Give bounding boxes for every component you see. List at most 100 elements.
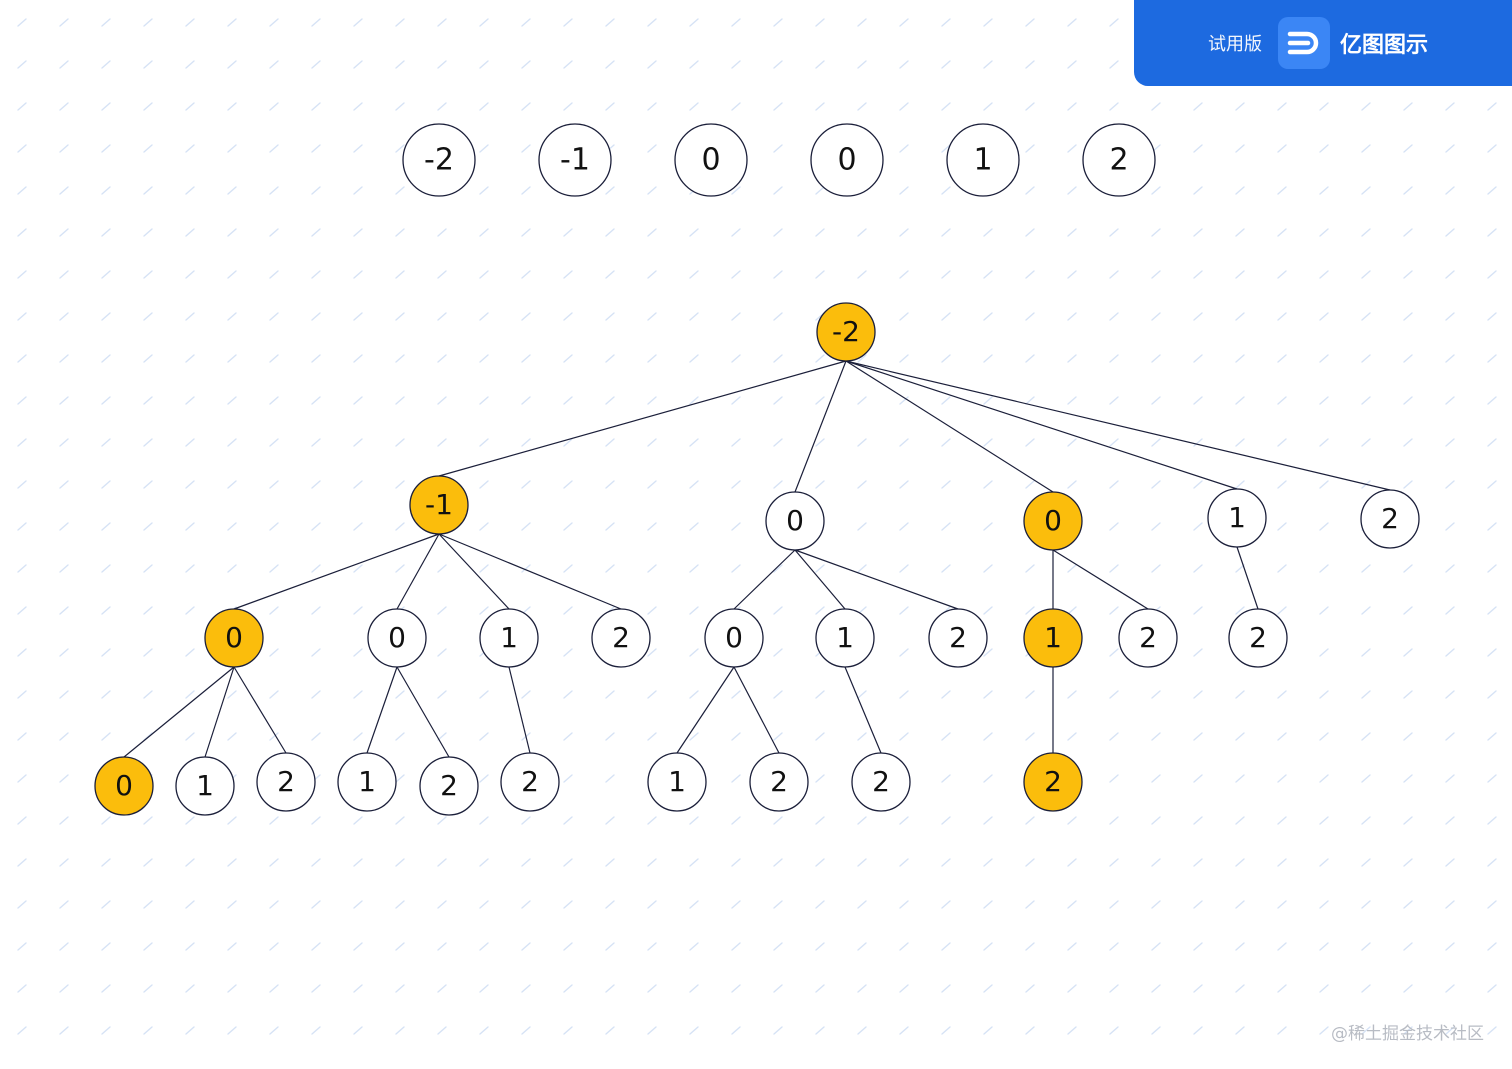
trial-badge[interactable]: 试用版 亿图图示 xyxy=(1134,0,1512,86)
tree-node-label: 0 xyxy=(225,621,243,654)
array-cell-0-label: -2 xyxy=(424,143,454,178)
tree-node-label: 1 xyxy=(1228,501,1246,534)
tree-node-label: -1 xyxy=(425,488,453,521)
tree-node: 2 xyxy=(1360,489,1420,549)
tree-edges xyxy=(123,360,1391,758)
tree-node-label: 0 xyxy=(388,621,406,654)
tree-node-circle xyxy=(1360,489,1420,549)
tree-node-circle xyxy=(94,756,154,816)
tree-node-circle xyxy=(647,752,707,812)
tree-node-circle xyxy=(256,752,316,812)
tree-edge xyxy=(844,666,882,754)
array-cell-3: 0 xyxy=(810,123,884,197)
tree-node-circle xyxy=(816,302,876,362)
tree-node-label: 2 xyxy=(612,621,630,654)
tree-edge xyxy=(438,360,847,477)
tree-node-circle xyxy=(1118,608,1178,668)
tree-node-label: 1 xyxy=(500,621,518,654)
tree-node: 2 xyxy=(1023,752,1083,812)
tree-edge xyxy=(794,549,959,610)
tree-node: 2 xyxy=(256,752,316,812)
tree-edge xyxy=(733,549,796,610)
tree-node-circle xyxy=(1207,488,1267,548)
tree-edge xyxy=(733,666,780,754)
tree-node-label: 2 xyxy=(1044,765,1062,798)
array-cell-1-label: -1 xyxy=(560,143,590,178)
tree-edge xyxy=(233,666,287,754)
input-array-row: -2 -1 0 0 1 2 xyxy=(402,123,1156,197)
tree-node-circle xyxy=(851,752,911,812)
tree-node-label: -2 xyxy=(832,315,860,348)
tree-node: 2 xyxy=(928,608,988,668)
array-cell-4-label: 1 xyxy=(973,143,992,178)
array-cell-2: 0 xyxy=(674,123,748,197)
tree-node-label: 0 xyxy=(1044,504,1062,537)
array-cell-0-circle xyxy=(402,123,476,197)
tree-edge xyxy=(845,360,1054,493)
tree-node-circle xyxy=(409,475,469,535)
tree-node: 0 xyxy=(94,756,154,816)
tree-node: 1 xyxy=(337,752,397,812)
tree-edge xyxy=(233,533,440,610)
array-cell-4: 1 xyxy=(946,123,1020,197)
tree-node: 1 xyxy=(1023,608,1083,668)
tree-node-label: 2 xyxy=(521,765,539,798)
tree-edge xyxy=(366,666,398,754)
tree-edge xyxy=(794,360,847,493)
tree-edge xyxy=(123,666,235,758)
tree-node-label: 2 xyxy=(1381,502,1399,535)
array-cell-3-circle xyxy=(810,123,884,197)
tree-node-circle xyxy=(765,491,825,551)
tree-node-circle xyxy=(367,608,427,668)
tree-node-label: 1 xyxy=(358,765,376,798)
tree-edge xyxy=(438,533,622,610)
array-cell-1: -1 xyxy=(538,123,612,197)
tree-node: 0 xyxy=(204,608,264,668)
tree-node-label: 0 xyxy=(786,504,804,537)
tree-node-label: 2 xyxy=(1139,621,1157,654)
tree-node: 2 xyxy=(1118,608,1178,668)
tree-node-label: 0 xyxy=(725,621,743,654)
tree-node-label: 2 xyxy=(1249,621,1267,654)
trial-label: 试用版 xyxy=(1208,34,1262,55)
tree-node: 1 xyxy=(647,752,707,812)
tree-node-label: 2 xyxy=(440,769,458,802)
array-cell-1-circle xyxy=(538,123,612,197)
array-cell-2-circle xyxy=(674,123,748,197)
tree-node: 2 xyxy=(749,752,809,812)
array-cell-2-label: 0 xyxy=(701,143,720,178)
tree-node: -2 xyxy=(816,302,876,362)
tree-edge xyxy=(1236,546,1259,610)
tree-node: 1 xyxy=(175,756,235,816)
tree-node: 2 xyxy=(419,756,479,816)
tree-node: 2 xyxy=(851,752,911,812)
tree-node: 0 xyxy=(765,491,825,551)
tree-node-circle xyxy=(591,608,651,668)
tree-node-circle xyxy=(1023,491,1083,551)
tree-edge xyxy=(508,666,531,754)
tree-node-circle xyxy=(175,756,235,816)
tree-node-label: 2 xyxy=(277,765,295,798)
array-cell-5: 2 xyxy=(1082,123,1156,197)
tree-node: -1 xyxy=(409,475,469,535)
tree-node: 2 xyxy=(591,608,651,668)
tree-node: 0 xyxy=(1023,491,1083,551)
tree-edge xyxy=(396,533,440,610)
array-cell-4-circle xyxy=(946,123,1020,197)
tree-node-circle xyxy=(1023,752,1083,812)
tree-node-circle xyxy=(204,608,264,668)
tree-node-circle xyxy=(500,752,560,812)
tree-edge xyxy=(438,533,510,610)
tree-node: 0 xyxy=(367,608,427,668)
tree-node: 1 xyxy=(1207,488,1267,548)
tree-edge xyxy=(396,666,450,758)
tree-node-circle xyxy=(928,608,988,668)
tree-edge xyxy=(204,666,235,758)
tree-node-label: 1 xyxy=(196,769,214,802)
brand-name: 亿图图示 xyxy=(1340,33,1429,58)
tree-node: 2 xyxy=(1228,608,1288,668)
tree-edge xyxy=(845,360,1238,490)
array-cell-3-label: 0 xyxy=(837,143,856,178)
tree-node-label: 2 xyxy=(770,765,788,798)
